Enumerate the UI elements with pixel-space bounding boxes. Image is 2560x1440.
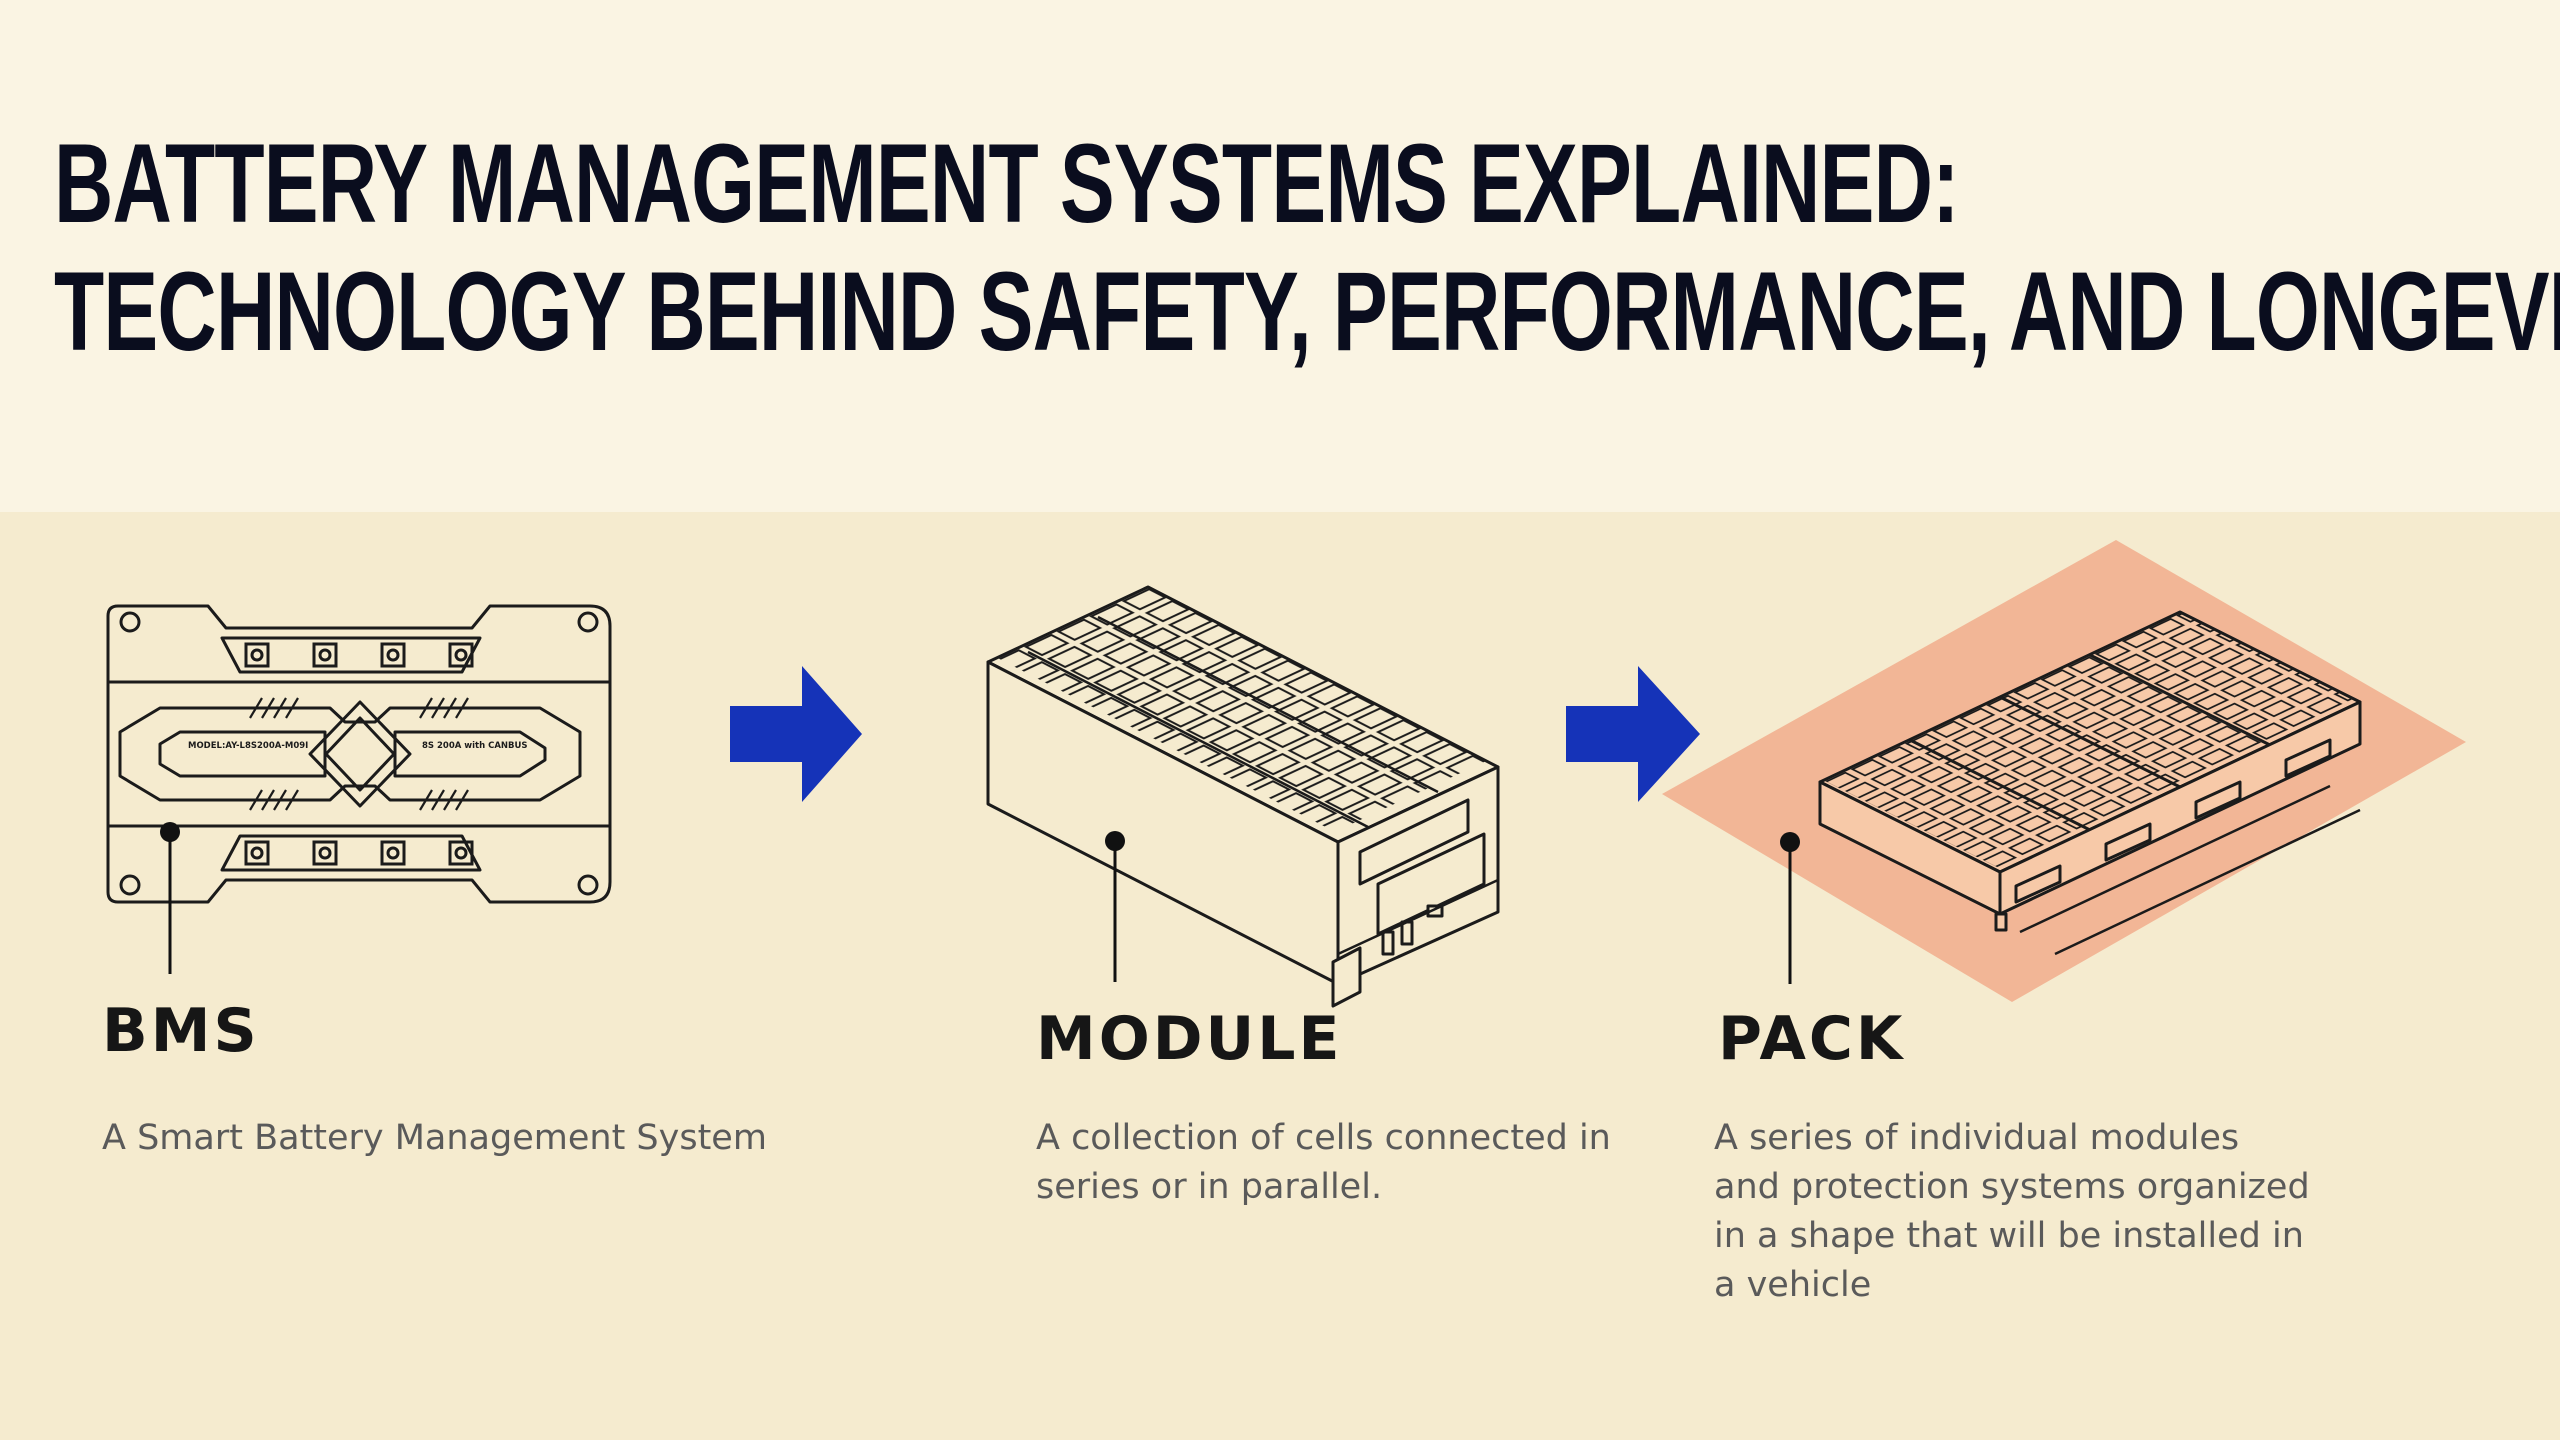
bms-spec-text: 8S 200A with CANBUS: [422, 741, 528, 751]
title-header: BATTERY MANAGEMENT SYSTEMS EXPLAINED: TE…: [0, 0, 2560, 512]
diagram-illustration: MODEL:AY-L8S200A-M09I 8S 200A with CANBU…: [106, 540, 2466, 1008]
arrow-right-icon: [730, 666, 862, 802]
pack-label: PACK: [1718, 1004, 1906, 1074]
module-label: MODULE: [1036, 1004, 1343, 1074]
pack-illustration: [1818, 610, 2362, 932]
bms-label: BMS: [102, 996, 260, 1066]
pack-rails: [2019, 784, 2361, 956]
bms-board-illustration: [106, 604, 612, 904]
module-illustration: [986, 585, 1500, 1008]
title-line-2: TECHNOLOGY BEHIND SAFETY, PERFORMANCE, A…: [54, 249, 2560, 375]
arrow-right-icon: [1566, 666, 1700, 802]
bms-top-connectors: [244, 642, 474, 668]
pack-description: A series of individual modules and prote…: [1714, 1118, 2310, 1305]
bms-description: A Smart Battery Management System: [102, 1118, 767, 1158]
bms-bottom-connectors: [244, 840, 474, 866]
title-line-1: BATTERY MANAGEMENT SYSTEMS EXPLAINED:: [54, 121, 1959, 247]
bms-model-text: MODEL:AY-L8S200A-M09I: [188, 741, 308, 751]
module-description: A collection of cells connected in serie…: [1036, 1118, 1611, 1207]
